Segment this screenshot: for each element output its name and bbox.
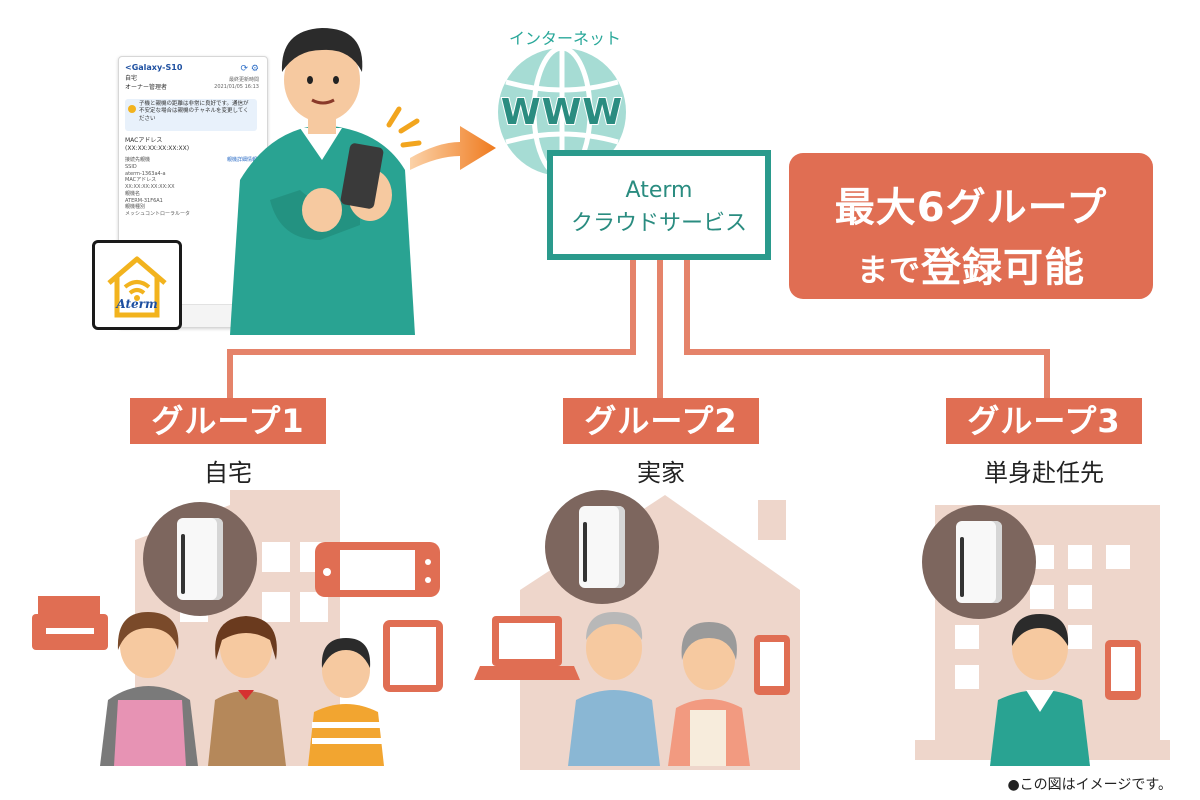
detail-row: SSID (125, 163, 137, 170)
phone-detail-list: 接続先親機 SSID aterm-1363a4-a MACアドレス XX:XX:… (125, 157, 190, 218)
callout-made: まで (857, 253, 921, 289)
connector-drop-group3 (1044, 349, 1050, 401)
internet-label: インターネット (508, 29, 621, 48)
detail-row: 親機種別 (125, 204, 146, 211)
phone-role: オーナー管理者 (125, 84, 168, 91)
printer-icon (32, 596, 108, 650)
detail-row: 親機名 (125, 190, 141, 197)
grandmother-figure (668, 622, 750, 766)
callout-registerable: 登録可能 (921, 245, 1085, 291)
group-label-1: グループ1 (130, 398, 326, 444)
tap-spark-icon (386, 106, 422, 148)
phone-mac: MACアドレス (XX:XX:XX:XX:XX:XX) (125, 137, 189, 153)
mother-figure (100, 612, 198, 766)
man-figure (990, 614, 1090, 766)
router-icon (922, 505, 1036, 619)
last-update-label: 最終更新時間 (228, 77, 259, 83)
cloud-service-title: Aterm (625, 178, 693, 203)
max-groups-callout: 最大6グループ まで登録可能 (789, 153, 1153, 299)
app-icon-label: Aterm (116, 297, 158, 311)
detail-row: 接続先親機 (125, 157, 151, 163)
detail-row: ATERM-31F6A1 (125, 197, 163, 204)
detail-row: aterm-1363a4-a (125, 170, 166, 177)
arrow-right-icon (410, 126, 496, 170)
detail-row: メッシュコントローラルータ (125, 211, 191, 217)
group-place-2: 実家 (637, 459, 685, 487)
group-label-3: グループ3 (946, 398, 1142, 444)
smartphone-icon (754, 635, 790, 695)
callout-line2: まで登録可能 (789, 235, 1153, 293)
game-console-icon (315, 542, 440, 597)
detail-link: 親機詳細情報 (226, 157, 257, 163)
phone-device-name: <Galaxy-S10 (125, 63, 183, 72)
daughter-figure (208, 616, 286, 766)
notice-icon (128, 105, 136, 113)
connector-trunk-mid (657, 260, 663, 402)
man-with-phone-illustration (230, 28, 415, 335)
connector-trunk-left (630, 260, 636, 355)
smartphone-icon (1105, 640, 1141, 700)
router-icon (545, 490, 659, 604)
phone-last-update: 最終更新時間 2021/01/05 16:13 (214, 77, 259, 91)
last-update-value: 2021/01/05 16:13 (214, 83, 259, 90)
mac-label: MACアドレス (125, 137, 163, 144)
son-figure (308, 638, 384, 766)
group-label-2: グループ2 (563, 398, 759, 444)
aterm-app-icon: Aterm (92, 240, 182, 330)
sync-icon: ⟳ ⚙ (240, 64, 259, 74)
cloud-service-subtitle: クラウドサービス (570, 211, 747, 236)
phone-notice: 子機と親機の距離は非常に良好です。通信が不安定な場合は親機のチャネルを変更してく… (125, 99, 257, 131)
detail-row: MACアドレス (125, 177, 157, 184)
globe-text: WWW (500, 91, 624, 134)
callout-line1: 最大6グループ (789, 175, 1153, 233)
connector-horizontal-right (684, 349, 1050, 355)
router-icon (143, 502, 257, 616)
laptop-icon (474, 616, 580, 680)
callout-max: 最大 (834, 185, 917, 231)
wifi-home-icon (107, 256, 167, 318)
tablet-icon (383, 620, 443, 692)
cloud-service-box: Aterm クラウドサービス (547, 150, 771, 260)
detail-row: XX:XX:XX:XX:XX:XX (125, 184, 175, 190)
notice-text: 子機と親機の距離は非常に良好です。通信が不安定な場合は親機のチャネルを変更してく… (139, 101, 249, 122)
group-place-3: 単身赴任先 (984, 459, 1104, 487)
connector-drop-group1 (227, 349, 233, 401)
grandfather-figure (568, 612, 660, 766)
group-place-1: 自宅 (204, 459, 252, 487)
callout-group-word: グループ (945, 185, 1108, 231)
phone-location: 自宅 (125, 75, 138, 82)
image-disclaimer: ●この図はイメージです。 (1007, 777, 1172, 793)
callout-number: 6 (916, 185, 946, 231)
connector-trunk-right (684, 260, 690, 355)
connector-horizontal-left (227, 349, 636, 355)
mac-value: (XX:XX:XX:XX:XX:XX) (125, 145, 190, 153)
